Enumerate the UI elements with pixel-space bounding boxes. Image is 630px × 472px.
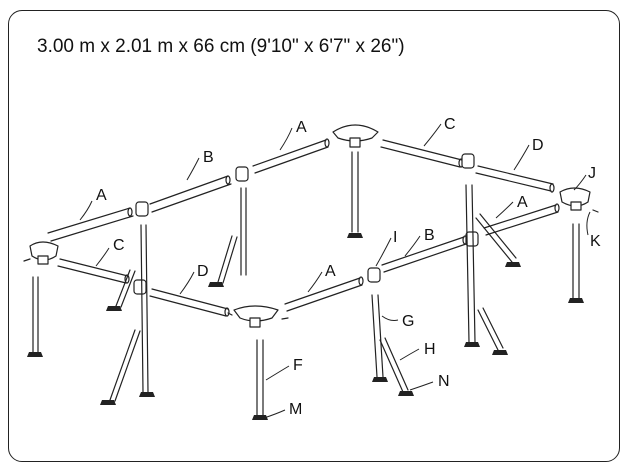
label-k: K	[590, 233, 601, 250]
tee-joints	[133, 153, 479, 295]
label-g: G	[402, 313, 414, 330]
top-rails	[47, 139, 559, 317]
diagram-frame	[8, 10, 620, 462]
label-m: M	[289, 401, 302, 418]
vertical-legs	[32, 151, 580, 416]
label-d-right: D	[532, 137, 544, 154]
label-c-left: C	[113, 237, 125, 254]
label-b-front-right: B	[424, 227, 435, 244]
label-i: I	[393, 229, 397, 246]
leg-feet	[27, 233, 584, 420]
diagonal-braces	[109, 213, 517, 402]
label-h: H	[424, 341, 436, 358]
diagram-title: 3.00 m x 2.01 m x 66 cm (9'10" x 6'7" x …	[37, 36, 405, 57]
label-a-left: A	[96, 187, 107, 204]
label-c-back-right: C	[444, 116, 456, 133]
label-a-front: A	[325, 263, 336, 280]
label-n: N	[438, 373, 450, 390]
label-j: J	[588, 165, 596, 182]
label-b-back-left: B	[203, 149, 214, 166]
label-f: F	[293, 357, 303, 374]
rail-end-caps	[124, 138, 560, 317]
label-a-right: A	[517, 194, 528, 211]
label-d-front-left: D	[197, 263, 209, 280]
corner-joints	[29, 124, 591, 328]
leader-lines	[79, 123, 591, 419]
label-a-back: A	[296, 119, 307, 136]
